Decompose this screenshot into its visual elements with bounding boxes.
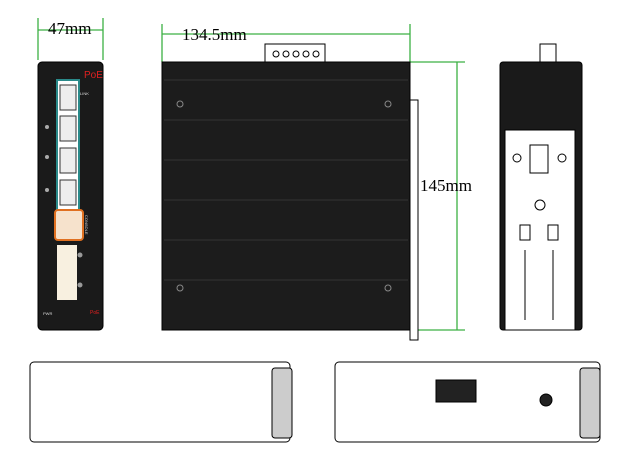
- bottom-view-left: [29, 361, 293, 443]
- height-dimension: [410, 61, 465, 331]
- side-view: [161, 43, 419, 341]
- poe-bottom-label: PoE: [90, 310, 100, 316]
- console-label: CONSOLE: [84, 215, 89, 235]
- link-label: LINK: [80, 91, 89, 96]
- width-dimension: [37, 18, 104, 60]
- depth-label: 134.5mm: [182, 25, 247, 44]
- front-view: PoE PoE CONSOLE PWR LINK: [37, 61, 104, 331]
- poe-logo: PoE: [84, 70, 103, 81]
- pwr-label: PWR: [43, 311, 52, 316]
- rear-view: [499, 43, 583, 331]
- bottom-view-right: [334, 361, 601, 443]
- height-label: 145mm: [420, 176, 472, 195]
- depth-dimension: [161, 24, 411, 62]
- width-label: 47mm: [48, 19, 91, 38]
